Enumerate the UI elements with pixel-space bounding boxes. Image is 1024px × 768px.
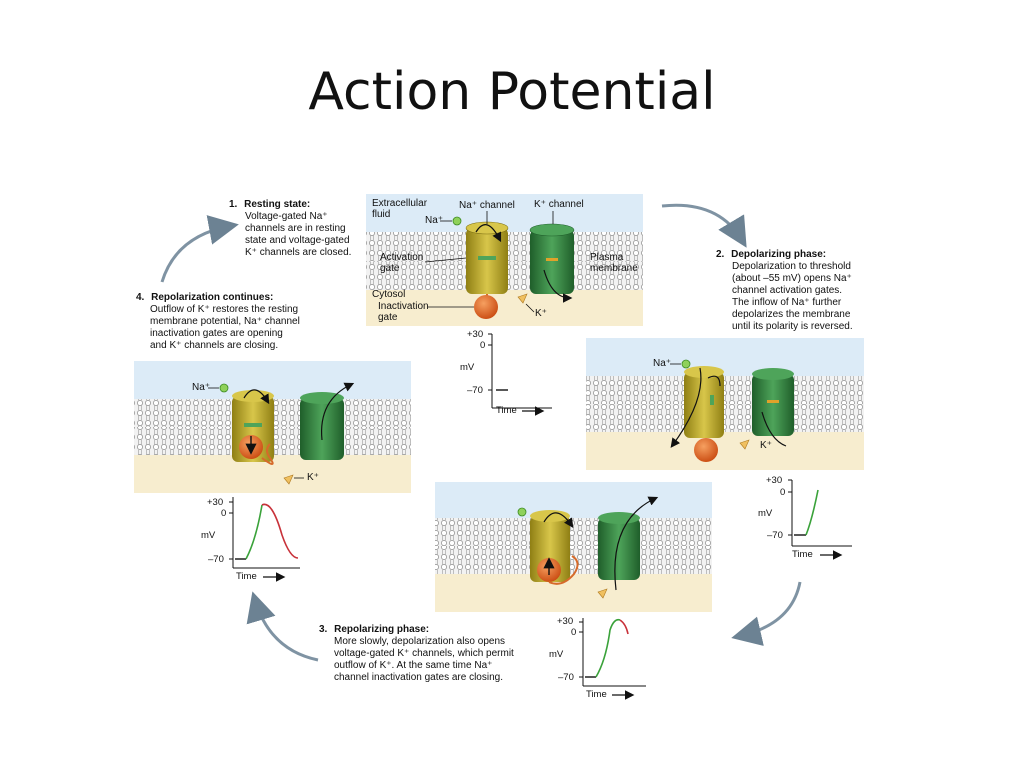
- graph3-unit: mV: [549, 649, 564, 660]
- step2-line: Depolarization to threshold: [732, 261, 851, 272]
- panel-resting-state: [366, 194, 643, 326]
- label-extracellular: Extracellular: [372, 198, 428, 209]
- step2-text: 2. Depolarizing phase: Depolarization to…: [716, 249, 853, 333]
- step2-line: channel activation gates.: [732, 285, 843, 296]
- page-title: Action Potential: [308, 62, 716, 122]
- label-na-ion-4: Na⁺: [192, 382, 211, 393]
- graph3-bottom-tick: –70: [558, 672, 574, 683]
- step1-title: Resting state:: [244, 199, 311, 210]
- na-ion: [452, 216, 462, 226]
- graph4-zero-tick: 0: [221, 508, 227, 519]
- step1-line: K⁺ channels are closed.: [245, 247, 352, 258]
- k-channel-closed: [529, 223, 575, 294]
- step4-line: and K⁺ channels are closing.: [150, 340, 279, 351]
- graph3-time: Time: [586, 689, 607, 700]
- k-ion: [517, 293, 528, 304]
- graph2-unit: mV: [758, 508, 773, 519]
- step4-num: 4.: [136, 292, 145, 303]
- step3-num: 3.: [319, 624, 328, 635]
- step3-line: More slowly, depolarization also opens: [334, 636, 506, 647]
- panel-depolarizing: [586, 338, 864, 470]
- label-na-ion-2: Na⁺: [653, 358, 672, 369]
- graph4-unit: mV: [201, 530, 216, 541]
- label-na-ion: Na⁺: [425, 215, 444, 226]
- step4-line: Outflow of K⁺ restores the resting: [150, 304, 299, 315]
- step3-line: channel inactivation gates are closing.: [334, 672, 503, 683]
- step2-line: (about –55 mV) opens Na⁺: [732, 273, 852, 284]
- step3-line: voltage-gated K⁺ channels, which permit: [334, 648, 514, 659]
- graph4-top-tick: +30: [207, 497, 224, 508]
- step1-line: state and voltage-gated: [245, 235, 350, 246]
- graph2-bottom-tick: –70: [767, 530, 783, 541]
- label-plasma: Plasma: [590, 252, 624, 263]
- cycle-arrows: [160, 203, 802, 662]
- label-fluid: fluid: [372, 209, 391, 220]
- label-activation-gate: gate: [380, 263, 400, 274]
- graph1-unit: mV: [460, 362, 475, 373]
- panel-repolarization-continues: [134, 361, 411, 493]
- step4-line: inactivation gates are opening: [150, 328, 283, 339]
- label-k-channel: K⁺ channel: [534, 199, 584, 210]
- label-k-ion-2: K⁺: [760, 440, 772, 451]
- step4-title: Repolarization continues:: [151, 292, 274, 303]
- graph4-bottom-tick: –70: [208, 554, 224, 565]
- graph2-zero-tick: 0: [780, 487, 786, 498]
- step2-line: until its polarity is reversed.: [732, 321, 853, 332]
- step1-text: 1. Resting state: Voltage-gated Na⁺ chan…: [229, 199, 351, 259]
- graph1-time: Time: [496, 405, 517, 416]
- step1-line: Voltage-gated Na⁺: [245, 211, 328, 222]
- step2-num: 2.: [716, 249, 725, 260]
- na-channel-closed: [465, 221, 509, 319]
- label-cytosol: Cytosol: [372, 289, 406, 300]
- graph2-time: Time: [792, 549, 813, 560]
- graph1-top-tick: +30: [467, 329, 484, 340]
- time-arrows: [263, 406, 843, 700]
- label-inactivation-gate: gate: [378, 312, 398, 323]
- step1-line: channels are in resting: [245, 223, 346, 234]
- graph-repolarization-continues: [229, 497, 300, 569]
- label-k-ion-4: K⁺: [307, 472, 319, 483]
- label-membrane: membrane: [590, 263, 638, 274]
- graph3-top-tick: +30: [557, 616, 574, 627]
- label-k-ion: K⁺: [535, 308, 547, 319]
- step3-text: 3. Repolarizing phase: More slowly, depo…: [319, 624, 514, 684]
- graph1-zero-tick: 0: [480, 340, 486, 351]
- step4-line: membrane potential, Na⁺ channel: [150, 316, 300, 327]
- graph1-bottom-tick: –70: [467, 385, 483, 396]
- step3-line: outflow of K⁺. At the same time Na⁺: [334, 660, 493, 671]
- graph-repolarizing: [579, 618, 646, 687]
- step1-num: 1.: [229, 199, 238, 210]
- step2-line: depolarizes the membrane: [732, 309, 851, 320]
- graph-depolarizing: [788, 479, 852, 547]
- step4-text: 4. Repolarization continues: Outflow of …: [136, 292, 300, 352]
- step3-title: Repolarizing phase:: [334, 624, 430, 635]
- label-na-channel: Na⁺ channel: [459, 200, 515, 211]
- step2-title: Depolarizing phase:: [731, 249, 827, 260]
- panel-repolarizing: [435, 482, 712, 612]
- graph3-zero-tick: 0: [571, 627, 577, 638]
- graph4-time: Time: [236, 571, 257, 582]
- label-inactivation: Inactivation: [378, 301, 429, 312]
- graph-resting: [488, 333, 552, 409]
- step2-line: The inflow of Na⁺ further: [732, 297, 842, 308]
- graph2-top-tick: +30: [766, 475, 783, 486]
- label-activation: Activation: [380, 252, 424, 263]
